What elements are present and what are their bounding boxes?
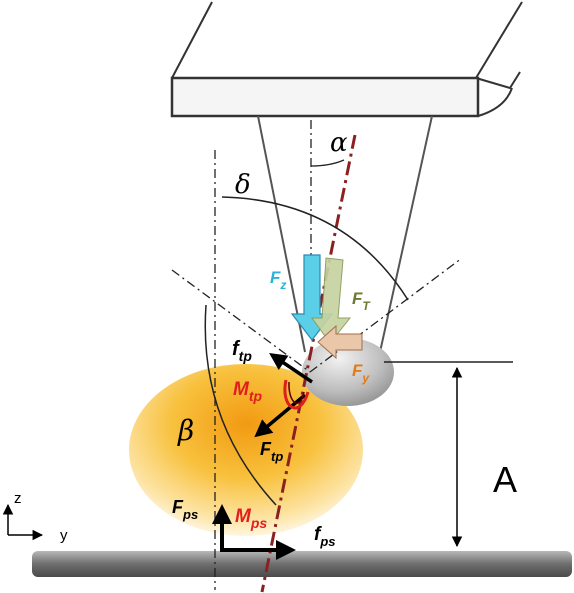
cantilever-holder [170,1,523,118]
delta-angle-arc [221,196,409,301]
fps-vertical-label: Fps [172,497,198,522]
beta-label: β [177,414,194,447]
mtp-moment-arc [283,379,310,410]
axis-y-label: y [60,527,68,544]
alpha-label: α [330,128,348,158]
dimension-a-label: A [493,459,517,500]
beta-angle-arc [204,304,277,506]
fy-force-arrow [317,324,363,360]
ft-force-arrow [311,257,352,344]
tilted-tip-axis [260,134,357,593]
mtp-label: Mtp [233,379,262,404]
substrate [32,551,572,577]
mtp-moment-arc-inner [288,381,305,404]
ftp-upper-arrow [254,393,307,438]
fz-label: Fz [270,268,286,292]
coordinate-axes [2,503,44,541]
ftp-upper-label: Ftp [260,439,283,464]
tangent-line-right [309,257,463,373]
liquid-droplet [129,364,363,536]
mps-label: Mps [235,506,267,531]
alpha-angle-arc [310,159,345,167]
ft-label: FT [352,289,371,313]
ftp-lower-label: ftp [232,338,252,364]
tip-sphere [302,338,394,406]
delta-label: δ [235,170,251,200]
fy-label: Fy [352,361,370,385]
fps-horizontal-label: fps [314,524,336,549]
axis-z-label: z [14,490,22,507]
ftp-lower-arrow [269,353,313,384]
